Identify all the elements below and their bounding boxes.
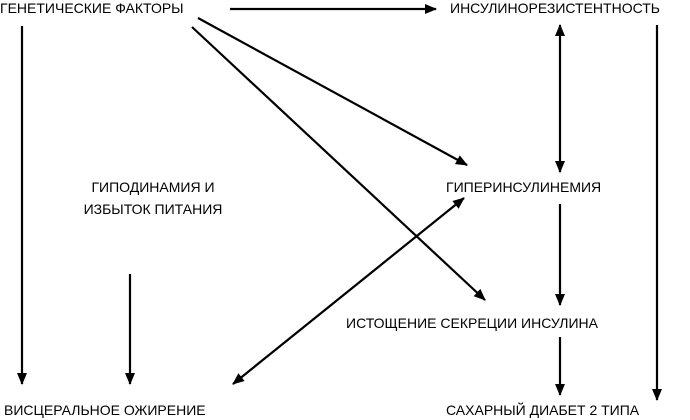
node-insulin-resistance: ИНСУЛИНОРЕЗИСТЕНТНОСТЬ <box>450 0 660 16</box>
node-hyperinsulinemia: ГИПЕРИНСУЛИНЕМИЯ <box>446 179 602 195</box>
node-visceral-obesity: ВИСЦЕРАЛЬНОЕ ОЖИРЕНИЕ <box>4 402 206 418</box>
node-diabetes-type2: САХАРНЫЙ ДИАБЕТ 2 ТИПА <box>446 402 640 418</box>
node-genetic-factors: ГЕНЕТИЧЕСКИЕ ФАКТОРЫ <box>0 0 184 16</box>
arrow-genetic-to-secretion-depletion <box>191 26 486 301</box>
node-hypodynamia-line2: ИЗБЫТОК ПИТАНИЯ <box>83 201 223 217</box>
node-hypodynamia: ГИПОДИНАМИЯ И ИЗБЫТОК ПИТАНИЯ <box>68 176 238 220</box>
node-hypodynamia-line1: ГИПОДИНАМИЯ И <box>91 179 215 195</box>
node-secretion-depletion: ИСТОЩЕНИЕ СЕКРЕЦИИ ИНСУЛИНА <box>346 315 598 331</box>
arrow-hyperinsulinemia-visceral-obesity <box>232 197 465 385</box>
arrow-genetic-to-hyperinsulinemia <box>197 17 468 166</box>
